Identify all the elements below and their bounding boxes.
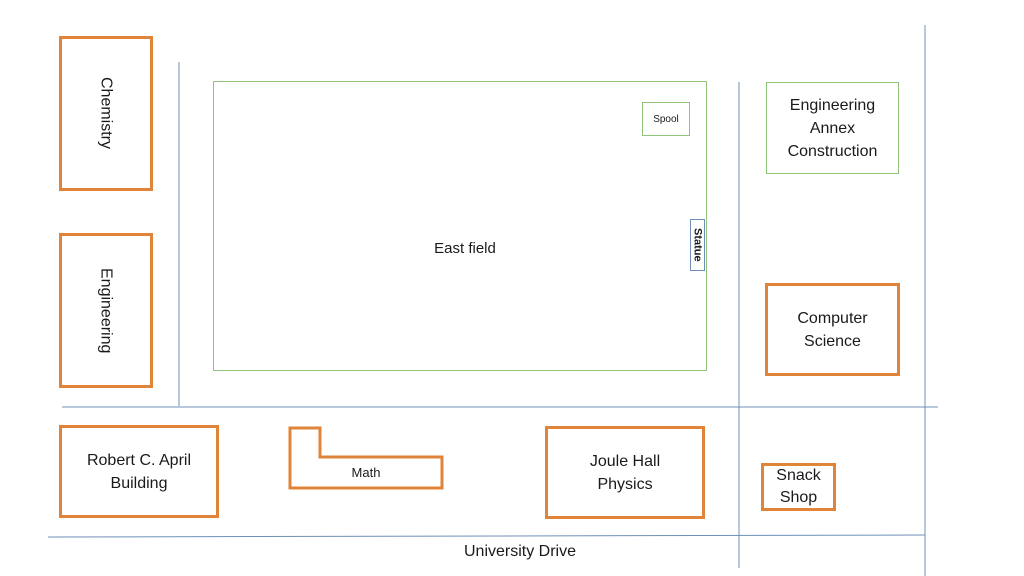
- statue-label: Statue: [691, 228, 704, 262]
- road-line-university-drive: [47, 534, 926, 538]
- math-label: Math: [351, 465, 381, 480]
- university-drive-label: University Drive: [463, 543, 576, 560]
- joule-hall-label: Joule Hall Physics: [589, 452, 661, 493]
- snack-shop-label: Snack Shop: [776, 467, 821, 506]
- east-field-label: East field: [434, 240, 496, 257]
- engineering-annex: Engineering Annex Construction: [766, 82, 899, 174]
- math-building-outline: [288, 426, 444, 490]
- computer-science-label: Computer Science: [797, 309, 868, 350]
- engineering-building: Engineering: [59, 233, 153, 388]
- east-field: [213, 81, 707, 371]
- spool: Spool: [642, 102, 690, 136]
- snack-shop-building: Snack Shop: [761, 463, 836, 511]
- computer-science-building: Computer Science: [765, 283, 900, 376]
- spool-label: Spool: [653, 113, 679, 125]
- engineering-label: Engineering: [97, 267, 115, 354]
- engineering-annex-label: Engineering Annex Construction: [787, 96, 878, 160]
- statue: Statue: [690, 219, 705, 271]
- chemistry-building: Chemistry: [59, 36, 153, 191]
- joule-hall-building: Joule Hall Physics: [545, 426, 705, 519]
- robert-april-building: Robert C. April Building: [59, 425, 219, 518]
- chemistry-label: Chemistry: [97, 77, 115, 150]
- robert-april-label: Robert C. April Building: [86, 451, 192, 492]
